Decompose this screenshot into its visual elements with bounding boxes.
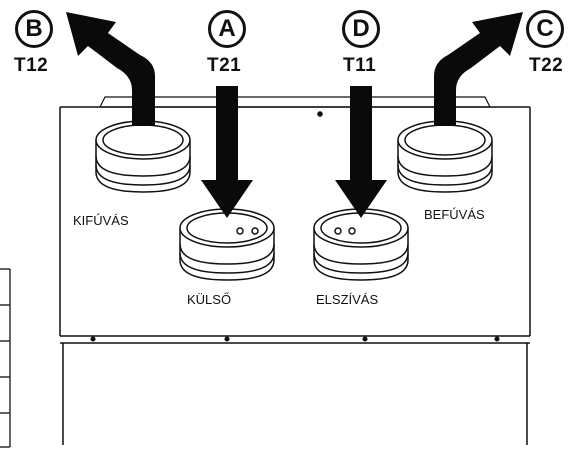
duct-collar-elszivas bbox=[313, 208, 409, 281]
arrow-out-c bbox=[434, 12, 523, 126]
arrow-in-d bbox=[335, 86, 387, 218]
port-letter-a: A bbox=[208, 10, 246, 48]
duct-label-elszivas: ELSZÍVÁS bbox=[316, 292, 379, 307]
duct-collar-kulso bbox=[179, 208, 275, 281]
duct-collar-kifuvas bbox=[95, 120, 191, 193]
port-letter-b: B bbox=[15, 10, 53, 48]
port-code-d: T11 bbox=[343, 55, 377, 76]
duct-label-kulso: KÜLSŐ bbox=[187, 292, 232, 307]
duct-label-kifuvas: KIFÚVÁS bbox=[73, 213, 129, 228]
arrow-in-a bbox=[201, 86, 253, 218]
side-table-fragment bbox=[0, 268, 11, 448]
port-code-b: T12 bbox=[14, 55, 49, 76]
duct-label-befuvas: BEFÚVÁS bbox=[424, 207, 485, 222]
port-letter-c: C bbox=[526, 10, 564, 48]
port-code-c: T22 bbox=[529, 55, 564, 76]
duct-collar-befuvas bbox=[397, 120, 493, 193]
port-letter-d: D bbox=[342, 10, 380, 48]
arrow-out-b bbox=[66, 12, 155, 126]
port-code-a: T21 bbox=[207, 55, 242, 76]
